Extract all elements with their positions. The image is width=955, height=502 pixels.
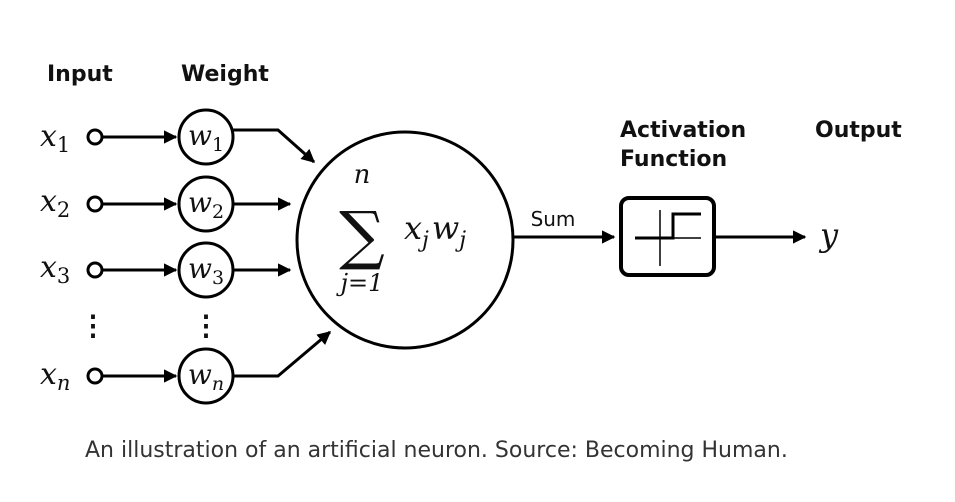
summation-node bbox=[295, 130, 515, 350]
input-row-1: x1 w1 bbox=[40, 108, 316, 166]
input-label-2: x2 bbox=[40, 184, 70, 222]
summation-upper-limit: n bbox=[354, 160, 371, 190]
input-row-2: x2 w2 bbox=[40, 175, 292, 233]
input-header: Input bbox=[47, 62, 113, 87]
summation-term: xjwj bbox=[404, 209, 466, 253]
input-ellipsis: ⋮ bbox=[79, 309, 107, 342]
caption: An illustration of an artificial neuron.… bbox=[85, 438, 788, 463]
weight-header: Weight bbox=[181, 62, 269, 87]
weight-label-n: wn bbox=[188, 358, 224, 395]
input-row-3: x3 w3 bbox=[40, 241, 292, 299]
input-row-n: xn wn bbox=[40, 330, 332, 405]
input-node-3 bbox=[86, 261, 104, 279]
sum-label: Sum bbox=[531, 207, 576, 231]
weight-arrow-1 bbox=[233, 128, 316, 164]
input-label-3: x3 bbox=[40, 250, 70, 288]
input-node-n bbox=[86, 367, 104, 385]
input-label-1: x1 bbox=[40, 119, 70, 157]
weight-label-3: w3 bbox=[188, 252, 224, 289]
activation-header-line2: Function bbox=[620, 147, 727, 172]
activation-header-line1: Activation bbox=[620, 118, 746, 143]
input-node-2 bbox=[86, 195, 104, 213]
weight-ellipsis: ⋮ bbox=[192, 309, 220, 342]
activation-function-box bbox=[619, 196, 716, 277]
output-symbol: y bbox=[818, 216, 839, 254]
weight-label-2: w2 bbox=[188, 186, 224, 223]
input-label-n: xn bbox=[40, 357, 70, 395]
weight-label-1: w1 bbox=[188, 119, 224, 156]
input-node-1 bbox=[86, 128, 104, 146]
summation-lower-limit: j=1 bbox=[336, 269, 384, 297]
summation-symbol: ∑ bbox=[339, 199, 385, 273]
step-function-curve bbox=[635, 212, 701, 240]
weight-arrow-n bbox=[233, 330, 332, 378]
output-header: Output bbox=[815, 118, 902, 143]
weight-node-1 bbox=[177, 108, 235, 166]
